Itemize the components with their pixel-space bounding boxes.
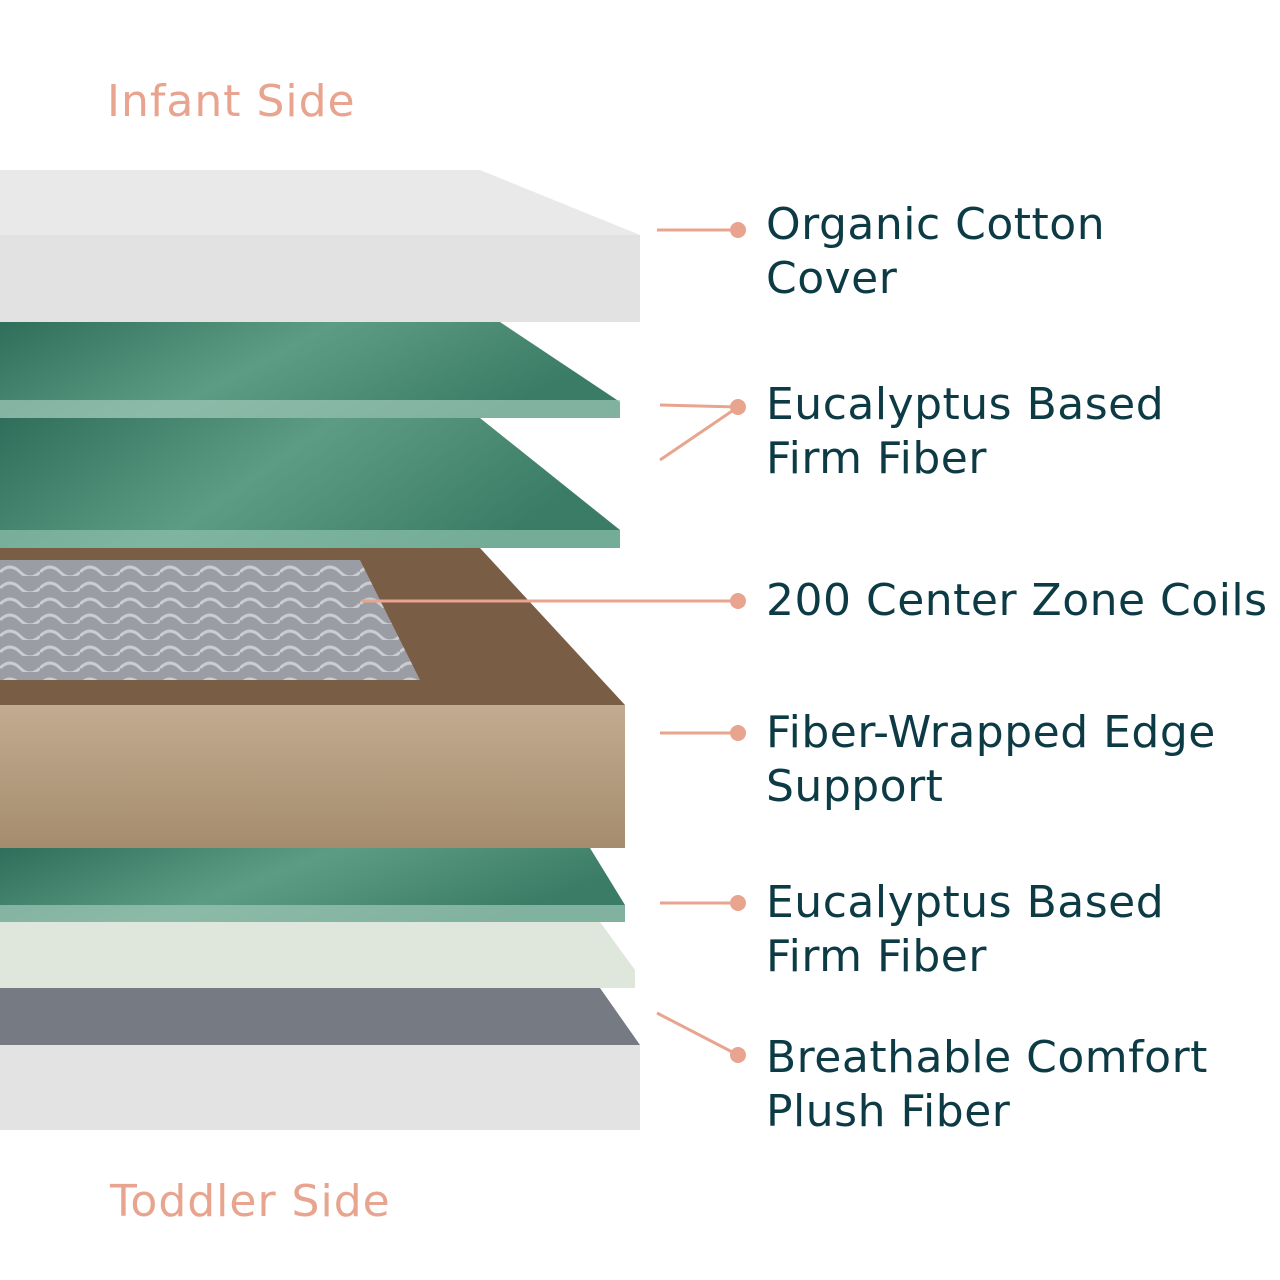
- organic-cotton-cover-layer: [0, 170, 640, 322]
- eucalyptus-fiber-layer-top: [0, 322, 620, 548]
- label-line: Plush Fiber: [766, 1086, 1011, 1137]
- infant-side-label: Infant Side: [107, 76, 356, 127]
- label-line: Eucalyptus Based: [766, 877, 1165, 928]
- toddler-side-label: Toddler Side: [110, 1176, 391, 1227]
- fiber-wrapped-edge-layer: [0, 705, 625, 848]
- label-line: Organic Cotton: [766, 199, 1106, 250]
- label-line: Fiber-Wrapped Edge: [766, 707, 1216, 758]
- plush-fiber-layer: [0, 922, 640, 1130]
- label-line: 200 Center Zone Coils: [766, 575, 1268, 626]
- eucalyptus-fiber-layer-bottom: [0, 848, 625, 922]
- label-line: Firm Fiber: [766, 433, 987, 484]
- coil-layer: [0, 548, 625, 705]
- label-line: Firm Fiber: [766, 931, 987, 982]
- label-line: Support: [766, 761, 944, 812]
- label-line: Eucalyptus Based: [766, 379, 1165, 430]
- layer-label-coils: 200 Center Zone Coils: [766, 574, 1268, 628]
- label-line: Cover: [766, 253, 898, 304]
- leader-lines: [362, 222, 746, 1063]
- label-line: Breathable Comfort: [766, 1032, 1208, 1083]
